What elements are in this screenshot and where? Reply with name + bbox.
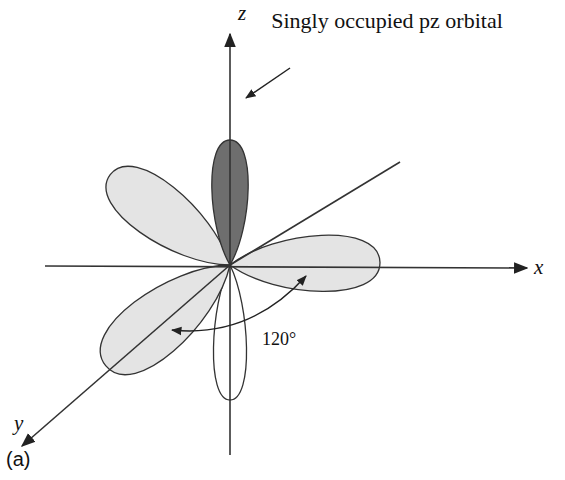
axes	[22, 34, 527, 455]
panel-label: (a)	[6, 448, 30, 470]
axis-label: y	[14, 412, 23, 435]
angle-label: 120°	[262, 330, 296, 350]
y-axis	[22, 265, 230, 446]
z-axis-lower	[229, 265, 231, 455]
axis-label: x	[534, 256, 543, 279]
sp2-lobe	[86, 241, 250, 391]
leader-line	[246, 68, 290, 98]
callout-text: Singly occupied pz orbital	[262, 8, 512, 33]
sp2-lobe	[230, 234, 381, 293]
z-axis	[229, 34, 231, 265]
y-axis-back	[230, 162, 400, 265]
axis-label: z	[238, 2, 246, 25]
orbital-lobes	[86, 140, 381, 400]
x-axis	[45, 266, 527, 268]
angle-arc	[172, 276, 306, 331]
